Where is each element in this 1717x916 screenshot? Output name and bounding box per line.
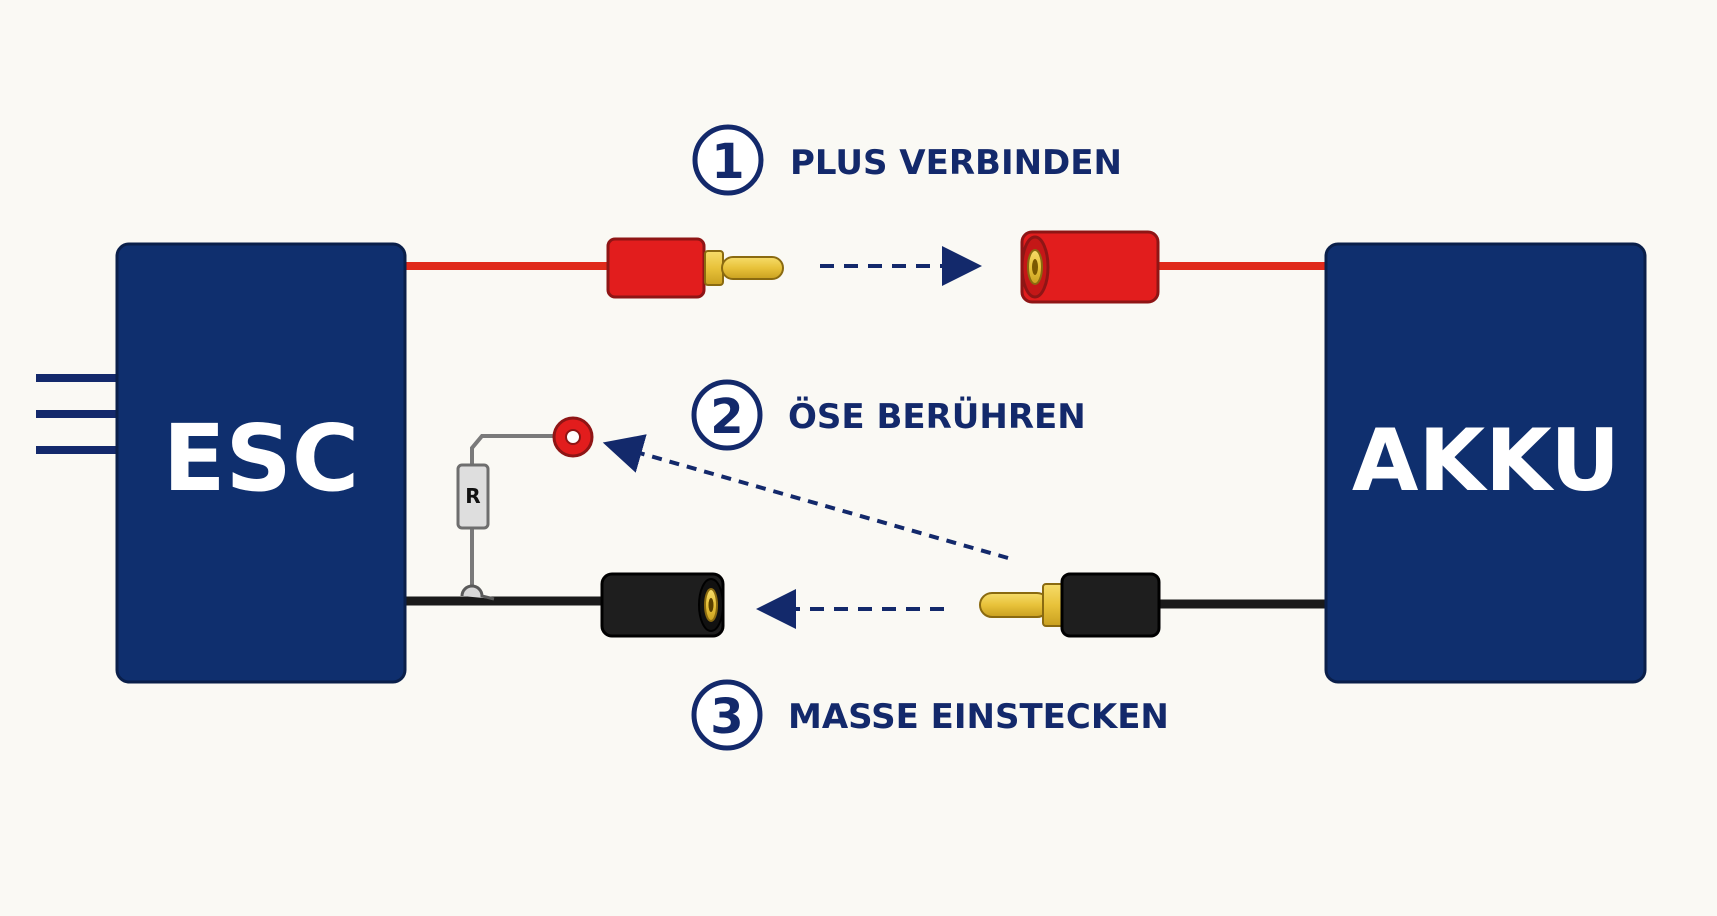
step-3: 3 MASSE EINSTECKEN xyxy=(691,679,1169,751)
black-male-connector-icon xyxy=(979,572,1161,638)
resistor-probe: R xyxy=(456,416,594,601)
akku-label: AKKU xyxy=(1352,411,1620,511)
bullet-connector-female-icon xyxy=(1020,230,1160,304)
step-3-badge xyxy=(691,679,763,751)
black-female-connector-icon xyxy=(600,572,725,638)
dashed-arrow-icon-eyelet xyxy=(602,434,1009,560)
esc-motor-leads xyxy=(36,374,118,454)
step-3-number: 3 xyxy=(710,689,743,745)
resistor-label: R xyxy=(465,484,480,508)
step-3-label: MASSE EINSTECKEN xyxy=(788,697,1169,737)
akku-box: AKKU xyxy=(1324,242,1647,684)
step-2: 2 ÖSE BERÜHREN xyxy=(691,379,1086,451)
step-1-label: PLUS VERBINDEN xyxy=(790,143,1122,183)
step-1-badge xyxy=(692,124,764,196)
step-2-number: 2 xyxy=(710,389,743,445)
resistor-body xyxy=(456,463,490,530)
step-2-label: ÖSE BERÜHREN xyxy=(788,396,1086,437)
step-2-badge xyxy=(691,379,763,451)
esc-label: ESC xyxy=(163,405,360,512)
resistor-solder-joint xyxy=(460,584,495,601)
step-1: 1 PLUS VERBINDEN xyxy=(692,124,1122,196)
bullet-connector-male-icon xyxy=(606,237,784,299)
eyelet-hole xyxy=(565,429,581,445)
esc-box: ESC xyxy=(115,242,407,684)
step-1-number: 1 xyxy=(711,134,744,190)
